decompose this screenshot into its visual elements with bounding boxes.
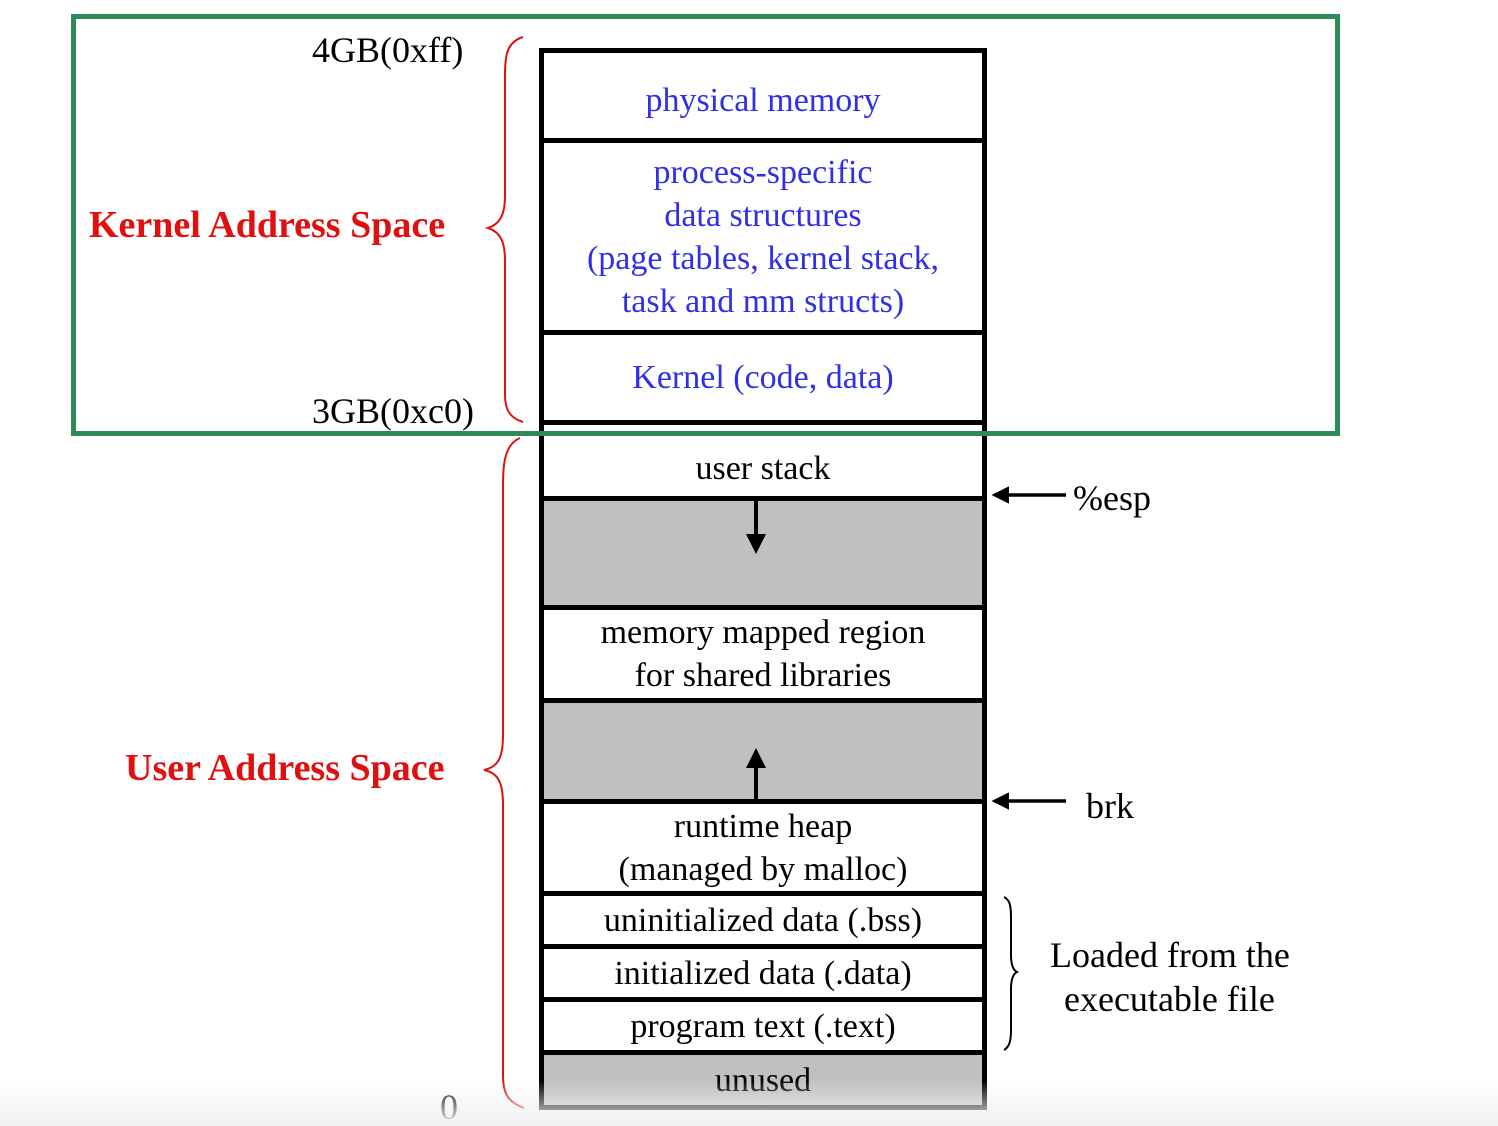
region-process-specific-line-1: process-specific [653, 153, 873, 191]
user-space-brace [483, 437, 525, 1109]
loaded-note-line-2: executable file [1064, 979, 1275, 1019]
region-memory-mapped: memory mapped region for shared librarie… [539, 605, 987, 703]
region-process-specific-line-4: task and mm structs) [621, 282, 905, 320]
region-runtime-heap-line-2: (managed by malloc) [618, 850, 908, 888]
loaded-note-line-1: Loaded from the [1050, 935, 1290, 975]
region-kernel-code-label: Kernel (code, data) [632, 359, 894, 396]
region-data-label: initialized data (.data) [614, 954, 912, 992]
region-process-specific: process-specific data structures (page t… [539, 138, 987, 335]
region-text: program text (.text) [539, 997, 987, 1055]
loaded-from-brace [1003, 896, 1020, 1051]
region-runtime-heap-line-1: runtime heap [673, 807, 853, 845]
kernel-space-brace [484, 36, 524, 423]
region-data: initialized data (.data) [539, 944, 987, 1002]
region-bss-label: uninitialized data (.bss) [603, 901, 923, 939]
region-memory-mapped-line-2: for shared libraries [634, 657, 892, 694]
address-top: 4GB(0xff) [312, 30, 464, 70]
region-text-label: program text (.text) [630, 1007, 896, 1045]
region-user-stack-label: user stack [695, 450, 831, 487]
region-process-specific-line-3: (page tables, kernel stack, [586, 239, 940, 277]
region-process-specific-line-2: data structures [664, 196, 862, 234]
region-bss: uninitialized data (.bss) [539, 891, 987, 949]
region-memory-mapped-line-1: memory mapped region [600, 614, 926, 651]
address-kernel-base: 3GB(0xc0) [312, 391, 474, 431]
region-kernel-code: Kernel (code, data) [539, 330, 987, 425]
region-physical-memory-label: physical memory [645, 82, 881, 119]
esp-label: %esp [1073, 478, 1151, 518]
bottom-fade [0, 1080, 1498, 1126]
user-space-label: User Address Space [125, 747, 445, 789]
brk-label: brk [1086, 786, 1134, 826]
kernel-space-label: Kernel Address Space [89, 204, 446, 246]
